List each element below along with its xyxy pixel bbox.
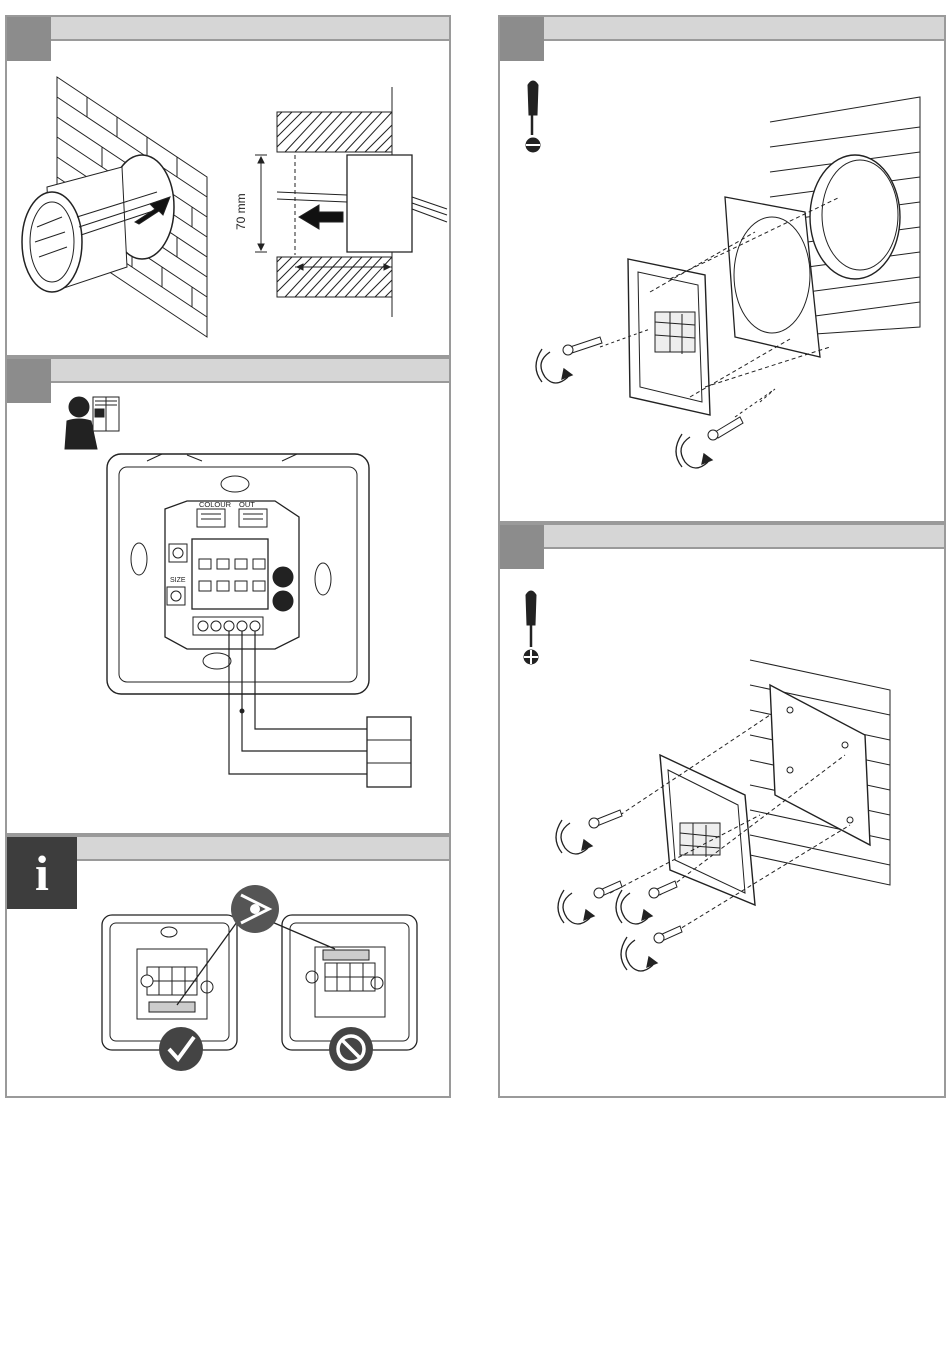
rotate-arrow-icon: [556, 820, 592, 854]
cross-section: [255, 87, 447, 317]
screw: [563, 337, 602, 355]
size-label: SIZE: [170, 577, 186, 584]
panel-wall-box: 70 mm: [5, 15, 451, 357]
check-icon: [159, 1027, 203, 1071]
person-with-manual-icon: [65, 397, 119, 449]
wiring-illustration: COLOUR OUT SIZE: [7, 359, 453, 837]
terminal-block: [367, 717, 411, 787]
rotate-arrow-icon: [621, 937, 657, 971]
orientation-illustration: [7, 837, 453, 1100]
screw: [654, 926, 682, 943]
screw: [649, 881, 677, 898]
wall-box-illustration: 70 mm: [7, 17, 453, 359]
surface-mount-illustration: [500, 525, 948, 1100]
screwdriver-phillips-icon: [524, 591, 538, 664]
rotate-arrow-icon: [558, 890, 594, 924]
insert-arrow-icon: [299, 205, 343, 229]
surface-plate: [770, 685, 870, 845]
eye-icon: [231, 885, 279, 933]
frame-mount-illustration: [500, 17, 948, 525]
panel-info: i: [5, 835, 451, 1098]
panel-surface-mount: [498, 523, 946, 1098]
colour-label: COLOUR: [199, 500, 232, 509]
screwdriver-flat-icon: [526, 81, 540, 152]
panel-wiring: COLOUR OUT SIZE: [5, 357, 451, 835]
screw: [589, 810, 622, 828]
rotate-arrow-icon: [676, 434, 712, 468]
rotate-arrow-icon: [616, 890, 652, 924]
panel-frame-mount: [498, 15, 946, 523]
prohibited-icon: [329, 1027, 373, 1071]
dimension-label: 70 mm: [234, 193, 248, 230]
out-label: OUT: [239, 500, 255, 509]
screw: [708, 417, 743, 440]
